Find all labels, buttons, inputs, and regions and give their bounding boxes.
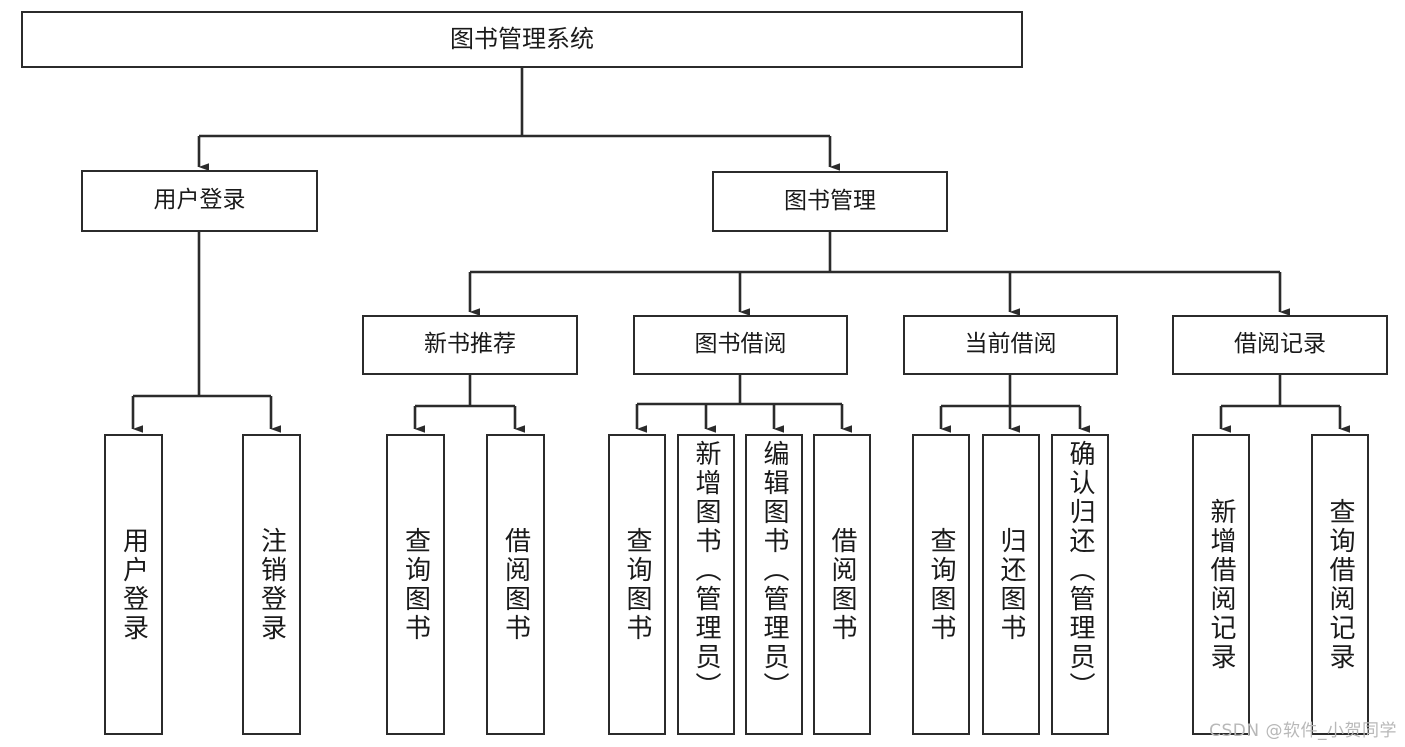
node-leaf-return-book-label: 归还图书 bbox=[996, 526, 1026, 643]
node-book-manage[interactable]: 图书管理 bbox=[712, 171, 948, 232]
node-leaf-query-book-1-label: 查询图书 bbox=[400, 526, 431, 643]
node-current-borrow-label: 当前借阅 bbox=[964, 331, 1057, 358]
node-new-book-rec-label: 新书推荐 bbox=[424, 331, 516, 358]
node-leaf-query-book-2[interactable]: 查询图书 bbox=[608, 434, 666, 735]
node-book-borrow-label: 图书借阅 bbox=[694, 331, 787, 358]
node-leaf-borrow-book-2-label: 借阅图书 bbox=[827, 526, 857, 643]
node-borrow-record-label: 借阅记录 bbox=[1234, 331, 1326, 358]
node-leaf-add-record[interactable]: 新增借阅记录 bbox=[1192, 434, 1250, 735]
node-leaf-add-book-admin-label: 新增图书（管理员） bbox=[691, 440, 721, 701]
node-new-book-rec[interactable]: 新书推荐 bbox=[362, 315, 578, 375]
node-user-login-label: 用户登录 bbox=[153, 187, 246, 214]
node-leaf-edit-book-admin[interactable]: 编辑图书（管理员） bbox=[745, 434, 803, 735]
node-user-login[interactable]: 用户登录 bbox=[81, 170, 318, 232]
node-book-borrow[interactable]: 图书借阅 bbox=[633, 315, 848, 375]
node-leaf-return-book[interactable]: 归还图书 bbox=[982, 434, 1040, 735]
node-leaf-query-book-1[interactable]: 查询图书 bbox=[386, 434, 445, 735]
node-root[interactable]: 图书管理系统 bbox=[21, 11, 1023, 68]
node-leaf-add-record-label: 新增借阅记录 bbox=[1206, 497, 1236, 672]
node-leaf-query-book-2-label: 查询图书 bbox=[622, 526, 652, 643]
node-leaf-logout[interactable]: 注销登录 bbox=[242, 434, 301, 735]
csdn-watermark: CSDN @软件_小贺同学 bbox=[1209, 721, 1397, 741]
node-leaf-query-book-3-label: 查询图书 bbox=[926, 526, 956, 643]
node-leaf-user-login[interactable]: 用户登录 bbox=[104, 434, 163, 735]
node-leaf-edit-book-admin-label: 编辑图书（管理员） bbox=[759, 440, 789, 701]
node-leaf-borrow-book-2[interactable]: 借阅图书 bbox=[813, 434, 871, 735]
node-leaf-query-book-3[interactable]: 查询图书 bbox=[912, 434, 970, 735]
node-leaf-add-book-admin[interactable]: 新增图书（管理员） bbox=[677, 434, 735, 735]
node-leaf-logout-label: 注销登录 bbox=[256, 526, 287, 643]
node-leaf-query-record[interactable]: 查询借阅记录 bbox=[1311, 434, 1369, 735]
node-leaf-confirm-return-admin[interactable]: 确认归还（管理员） bbox=[1051, 434, 1109, 735]
node-leaf-user-login-label: 用户登录 bbox=[118, 526, 149, 643]
node-leaf-confirm-return-admin-label: 确认归还（管理员） bbox=[1065, 440, 1095, 701]
node-book-manage-label: 图书管理 bbox=[784, 187, 876, 214]
node-leaf-query-record-label: 查询借阅记录 bbox=[1325, 497, 1355, 672]
node-leaf-borrow-book-1-label: 借阅图书 bbox=[500, 526, 531, 643]
node-borrow-record[interactable]: 借阅记录 bbox=[1172, 315, 1388, 375]
node-root-label: 图书管理系统 bbox=[450, 25, 594, 54]
node-current-borrow[interactable]: 当前借阅 bbox=[903, 315, 1118, 375]
node-leaf-borrow-book-1[interactable]: 借阅图书 bbox=[486, 434, 545, 735]
